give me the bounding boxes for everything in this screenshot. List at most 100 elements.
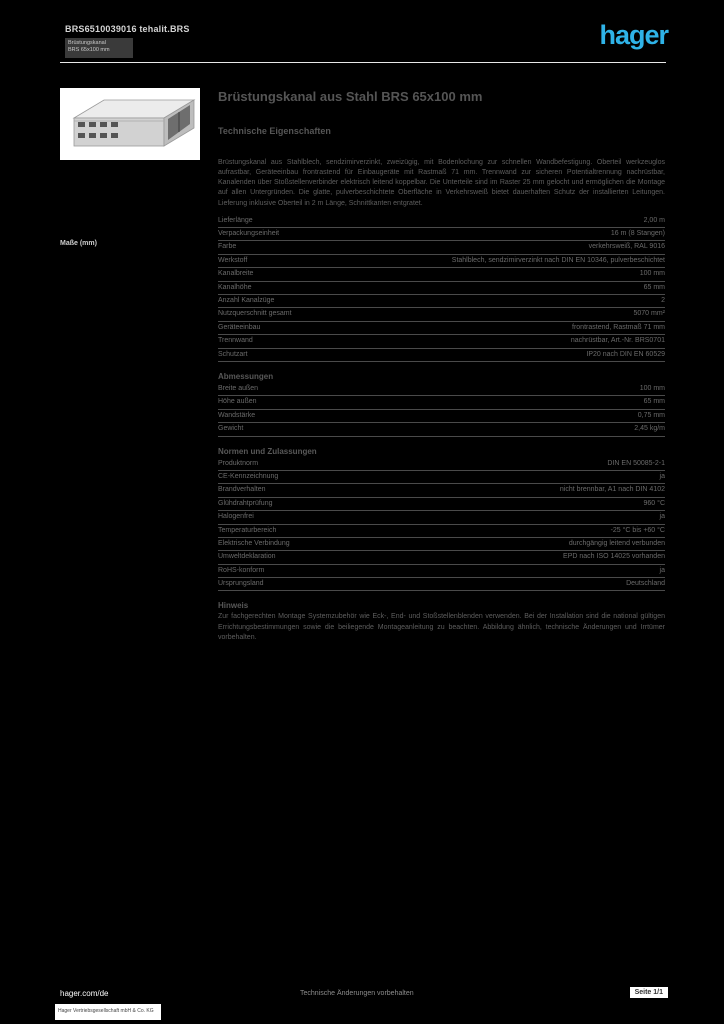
spec-value: 65 mm	[643, 398, 665, 406]
spec-value: 2	[661, 297, 665, 305]
spec-row: Breite außen 100 mm	[218, 383, 665, 397]
spec-label: Werkstoff	[218, 256, 248, 264]
spec-value: 65 mm	[643, 283, 665, 291]
spec-row: Nutzquerschnitt gesamt 5070 mm²	[218, 308, 665, 322]
spec-value: 2,00 m	[643, 216, 665, 224]
spec-value: durchgängig leitend verbunden	[568, 539, 665, 547]
spec-label: Halogenfrei	[218, 513, 254, 521]
spec-row: Brandverhalten nicht brennbar, A1 nach DI…	[218, 484, 665, 498]
spec-value: verkehrsweiß, RAL 9016	[588, 243, 665, 251]
spec-row: Glühdrahtprüfung 960 °C	[218, 498, 665, 512]
section-paragraph: Brüstungskanal aus Stahlblech, sendzimir…	[218, 159, 665, 207]
spec-row: Gewicht 2,45 kg/m	[218, 423, 665, 437]
spec-label: Gewicht	[218, 425, 244, 433]
spec-row: Höhe außen 65 mm	[218, 396, 665, 410]
hager-logo: hager	[599, 20, 669, 50]
spec-sections: Brüstungskanal aus Stahlblech, sendzimir…	[218, 158, 665, 649]
spec-row: Trennwand nachrüstbar, Art.-Nr. BRS0701	[218, 335, 665, 349]
spec-label: Höhe außen	[218, 398, 257, 406]
header-divider	[60, 62, 666, 63]
page-number-badge: Seite 1/1	[629, 987, 668, 998]
spec-row: RoHS-konform ja	[218, 565, 665, 579]
spec-label: Brandverhalten	[218, 486, 266, 494]
spec-value: IP20 nach DIN EN 60529	[586, 350, 665, 358]
header-box-line1: Brüstungskanal	[68, 40, 106, 46]
spec-value: DIN EN 50085-2-1	[607, 459, 665, 467]
spec-section: Brüstungskanal aus Stahlblech, sendzimir…	[218, 158, 665, 209]
spec-label: Breite außen	[218, 385, 259, 392]
spec-row: Farbe verkehrsweiß, RAL 9016	[218, 241, 665, 255]
spec-value: 2,45 kg/m	[634, 425, 665, 433]
header-product-code: BRS6510039016 tehalit.BRS	[65, 24, 190, 34]
spec-label: Geräteeinbau	[218, 323, 261, 331]
spec-row: Produktnorm DIN EN 50085-2-1	[218, 458, 665, 471]
spec-label: Kanalbreite	[218, 270, 254, 278]
spec-row: Werkstoff Stahlblech, sendzimirverzinkt n…	[218, 255, 665, 269]
spec-value: ja	[659, 513, 665, 521]
spec-value: nachrüstbar, Art.-Nr. BRS0701	[570, 337, 665, 345]
spec-value: 5070 mm²	[633, 310, 665, 318]
spec-value: 16 m (8 Stangen)	[610, 230, 665, 238]
spec-value: 100 mm	[639, 385, 665, 392]
spec-label: Nutzquerschnitt gesamt	[218, 310, 292, 318]
spec-label: Farbe	[218, 243, 237, 251]
product-image-box	[60, 88, 200, 160]
cable-trunking-icon	[60, 88, 200, 160]
spec-value: ja	[659, 566, 665, 574]
spec-row: Ursprungsland Deutschland	[218, 578, 665, 592]
spec-value: ja	[659, 472, 665, 480]
footer-note: Technische Änderungen vorbehalten	[300, 990, 414, 997]
spec-label: Wandstärke	[218, 411, 256, 419]
image-caption: Maße (mm)	[60, 240, 97, 247]
spec-label: Produktnorm	[218, 459, 259, 467]
spec-row: Halogenfrei ja	[218, 511, 665, 525]
spec-label: Schutzart	[218, 350, 248, 358]
footer-company-box: Hager Vertriebsgesellschaft mbH & Co. KG	[55, 1004, 161, 1020]
spec-row: Schutzart IP20 nach DIN EN 60529	[218, 349, 665, 362]
spec-row: Kanalbreite 100 mm	[218, 268, 665, 282]
spec-row: Temperaturbereich -25 °C bis +60 °C	[218, 525, 665, 538]
spec-row: Wandstärke 0,75 mm	[218, 410, 665, 424]
spec-section: Lieferlänge 2,00 m Verpackungseinheit 16 m …	[218, 215, 665, 362]
spec-label: Temperaturbereich	[218, 526, 277, 534]
spec-value: Deutschland	[626, 580, 665, 588]
spec-value: 960 °C	[643, 499, 665, 507]
footer-website-link[interactable]: hager.com/de	[60, 989, 109, 998]
spec-label: Verpackungseinheit	[218, 230, 280, 238]
page-title: Brüstungskanal aus Stahl BRS 65x100 mm	[218, 89, 483, 104]
spec-row: Lieferlänge 2,00 m	[218, 215, 665, 229]
spec-label: Anzahl Kanalzüge	[218, 297, 275, 305]
specs-heading: Technische Eigenschaften	[218, 126, 331, 136]
section-title: Hinweis	[218, 601, 249, 611]
spec-row: Verpackungseinheit 16 m (8 Stangen)	[218, 228, 665, 242]
spec-row: Kanalhöhe 65 mm	[218, 282, 665, 296]
spec-label: Elektrische Verbindung	[218, 539, 290, 547]
header-product-box: Brüstungskanal BRS 65x100 mm	[65, 38, 133, 58]
spec-row: Anzahl Kanalzüge 2	[218, 295, 665, 309]
spec-label: Trennwand	[218, 337, 253, 345]
spec-label: Lieferlänge	[218, 216, 253, 224]
spec-value: frontrastend, Rastmaß 71 mm	[572, 323, 665, 331]
spec-label: RoHS-konform	[218, 566, 265, 574]
spec-value: Stahlblech, sendzimirverzinkt nach DIN E…	[451, 256, 665, 264]
spec-label: Glühdrahtprüfung	[218, 499, 273, 507]
spec-label: Umweltdeklaration	[218, 553, 276, 561]
spec-value: 100 mm	[639, 270, 665, 278]
spec-label: Ursprungsland	[218, 580, 264, 588]
spec-row: Geräteeinbau frontrastend, Rastmaß 71 mm	[218, 322, 665, 336]
spec-value: nicht brennbar, A1 nach DIN 4102	[559, 486, 665, 494]
spec-row: CE-Kennzeichnung ja	[218, 471, 665, 485]
section-paragraph: Zur fachgerechten Montage Systemzubehör …	[218, 613, 665, 641]
spec-label: CE-Kennzeichnung	[218, 472, 279, 480]
header-box-line2: BRS 65x100 mm	[68, 47, 110, 54]
spec-value: -25 °C bis +60 °C	[610, 526, 665, 534]
spec-value: 0,75 mm	[637, 411, 665, 419]
spec-label: Kanalhöhe	[218, 283, 252, 291]
footer-company-name: Hager Vertriebsgesellschaft mbH & Co. KG	[58, 1008, 154, 1015]
spec-row: Elektrische Verbindung durchgängig leiten…	[218, 538, 665, 552]
